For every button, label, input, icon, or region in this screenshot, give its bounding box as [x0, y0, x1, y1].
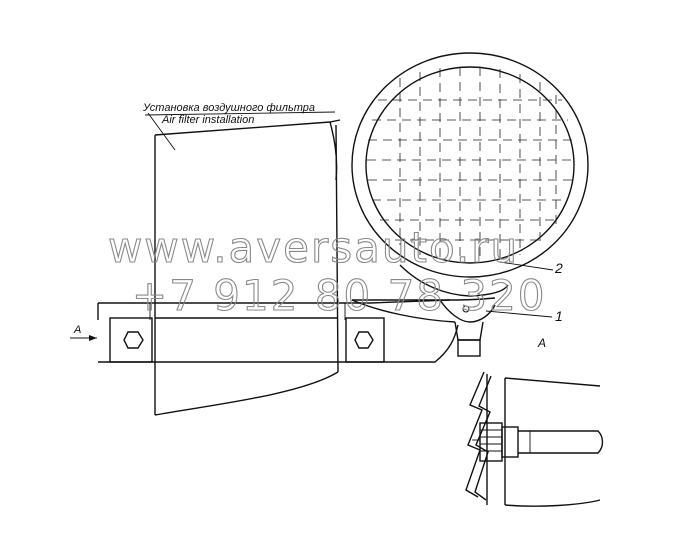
title-russian: Установка воздушного фильтра — [142, 102, 315, 114]
title-english: Air filter installation — [161, 114, 254, 126]
mounting-bracket — [97, 299, 459, 363]
view-detail-label: A — [537, 336, 546, 350]
bolt-hex-right — [354, 331, 374, 349]
view-arrow-label: A — [73, 324, 81, 336]
filter-clamp — [351, 264, 509, 357]
air-filter-housing — [154, 119, 341, 416]
view-a-detail — [465, 371, 604, 507]
bolt-hex-left — [123, 331, 144, 349]
callout-2: 2 — [554, 260, 563, 276]
callout-leaders — [485, 261, 554, 318]
filter-element — [351, 52, 589, 278]
callout-1: 1 — [555, 308, 563, 324]
watermark-site: www.aversauto.ru — [108, 223, 519, 272]
watermark-phone: +7 912 80 78 320 — [132, 271, 547, 320]
title-leader — [144, 111, 336, 151]
view-arrow — [70, 335, 97, 341]
